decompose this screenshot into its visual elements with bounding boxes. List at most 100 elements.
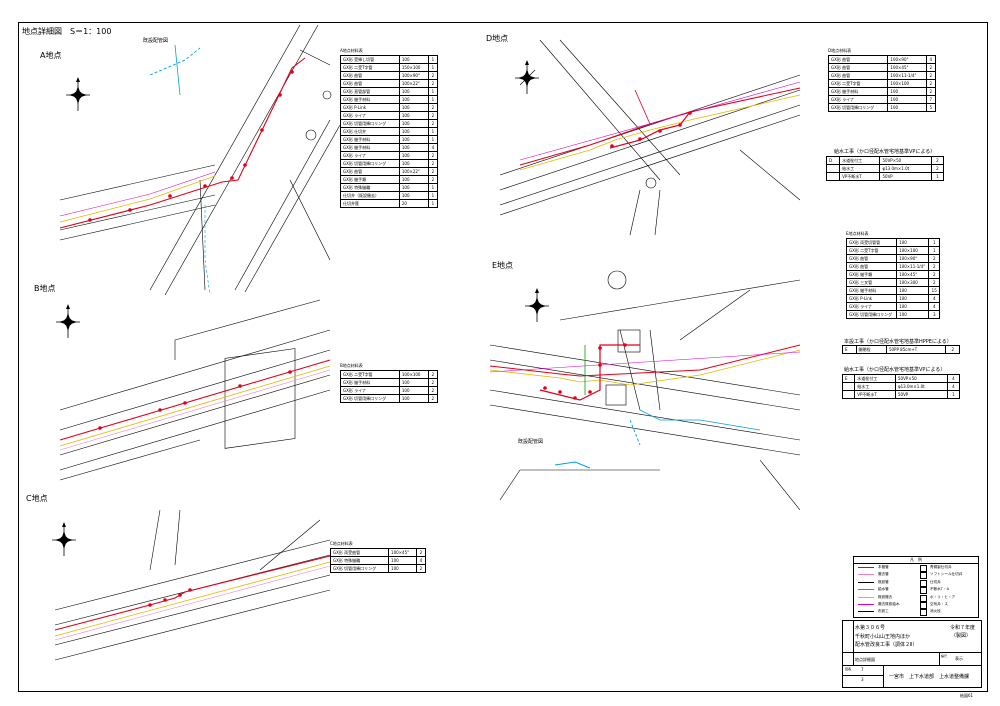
- table-cell: GX形 二受T字管: [827, 79, 889, 88]
- legend-label: 撤去管: [878, 572, 889, 577]
- legend-symbol-label: 仕切弁: [930, 579, 941, 584]
- point-a-plan: [59, 24, 341, 296]
- table-cell: GX形 P-Link: [845, 294, 898, 303]
- table-cell: 100: [398, 55, 429, 64]
- legend-item: 給水管不断水T・A: [854, 586, 978, 595]
- table-cell: 1: [427, 127, 439, 136]
- legend-line-swatch: [858, 574, 874, 576]
- legend-symbol-icon: [920, 602, 927, 609]
- table-cell: 100: [887, 87, 927, 96]
- table-cell: GX形 切管用挿口リング: [845, 310, 898, 319]
- table-cell: 1: [928, 238, 940, 247]
- table-cell: 2: [415, 548, 427, 557]
- table-cell: GX形 ライナ: [845, 302, 898, 311]
- legend-symbol-icon: [920, 572, 927, 580]
- legend-line-swatch: [858, 596, 874, 598]
- title-num1: 7: [861, 667, 864, 672]
- table-cell: 100: [398, 378, 429, 387]
- table-cell: E: [842, 345, 857, 354]
- table-cell: GX形 二受T字管: [340, 370, 400, 379]
- legend-title: 凡 例: [854, 557, 978, 564]
- table-cell: 2: [427, 370, 439, 379]
- table-cell: 100: [887, 103, 927, 112]
- table-cell: 水道栓付工: [854, 374, 896, 383]
- table-cell: GX形 曲管: [340, 79, 400, 88]
- title-num2: 3: [861, 677, 864, 682]
- table-cell: 5: [925, 103, 937, 112]
- point-b-plan: [55, 299, 331, 481]
- table-cell: 100×11-1/4°: [887, 71, 927, 80]
- table-cell: GX形 ライナ: [827, 95, 889, 104]
- table-cell: 2: [945, 345, 960, 354]
- table-cell: 2: [925, 63, 937, 72]
- table-cell: GX形 継手材料: [340, 378, 400, 387]
- legend-label: 撤去既設給水: [878, 602, 900, 606]
- table-cell: 4: [427, 143, 439, 152]
- table-cell: 2: [925, 79, 937, 88]
- table-cell: 3: [928, 310, 940, 319]
- table-cell: GX形 曲管: [845, 254, 898, 263]
- table-cell: 1: [427, 191, 439, 200]
- table-cell: 1: [427, 183, 439, 192]
- table-cell: GX形 特殊継輪: [329, 556, 390, 565]
- table-cell: 2: [427, 167, 439, 176]
- table-cell: GX形 曲管: [827, 55, 889, 64]
- table-cell: 100×100: [887, 79, 927, 88]
- table-cell: 100: [896, 302, 930, 311]
- table-cell: [825, 164, 841, 173]
- table-cell: GX形 両受切管管: [845, 238, 898, 247]
- table-cell: 2: [427, 119, 439, 128]
- d-table-title: D地点材料表: [828, 48, 852, 53]
- title-office: 一宮市 上下水道部 上水道整備課: [889, 674, 970, 680]
- table-cell: 1: [427, 199, 439, 208]
- table-cell: GX形 継手材料: [340, 143, 400, 152]
- table-cell: GX形 切管用挿口リング: [340, 119, 400, 128]
- table-cell: 100: [398, 386, 429, 395]
- drawing-frame: [18, 22, 988, 692]
- table-cell: GX形 二受T字管: [340, 63, 400, 72]
- legend-line-swatch: [858, 604, 874, 605]
- table-cell: 2: [427, 378, 439, 387]
- legend-line-swatch: [858, 567, 874, 568]
- table-cell: 100: [896, 238, 930, 247]
- table-cell: GX形 切管用挿口リング: [340, 159, 400, 168]
- table-cell: 1: [946, 390, 961, 399]
- legend: 凡 例 本管管青銅製仕切弁撤去管ソフトシール仕切弁既設管仕切弁給水管不断水T・A…: [853, 556, 979, 618]
- legend-item: 既設管仕切弁: [854, 579, 978, 587]
- table-cell: 給水工: [839, 164, 881, 173]
- table-cell: [825, 172, 841, 181]
- e-valve-title: 本設工事（かロ径配水管宅地基準HPPEによる）: [844, 339, 952, 345]
- table-cell: 100: [388, 564, 417, 573]
- table-cell: GX形 P-Link: [340, 103, 400, 112]
- table-cell: 100: [896, 294, 930, 303]
- title-sheet-label: 図番: [845, 667, 852, 671]
- d-branch-title: 給水工事（かロ径配水管宅地基準VPによる）: [834, 149, 936, 155]
- title-name1: 千秋町小山山王地内ほか: [855, 634, 911, 640]
- table-cell: GX形 曲管: [340, 167, 400, 176]
- table-cell: 仕切弁（既設撤去）: [340, 191, 400, 200]
